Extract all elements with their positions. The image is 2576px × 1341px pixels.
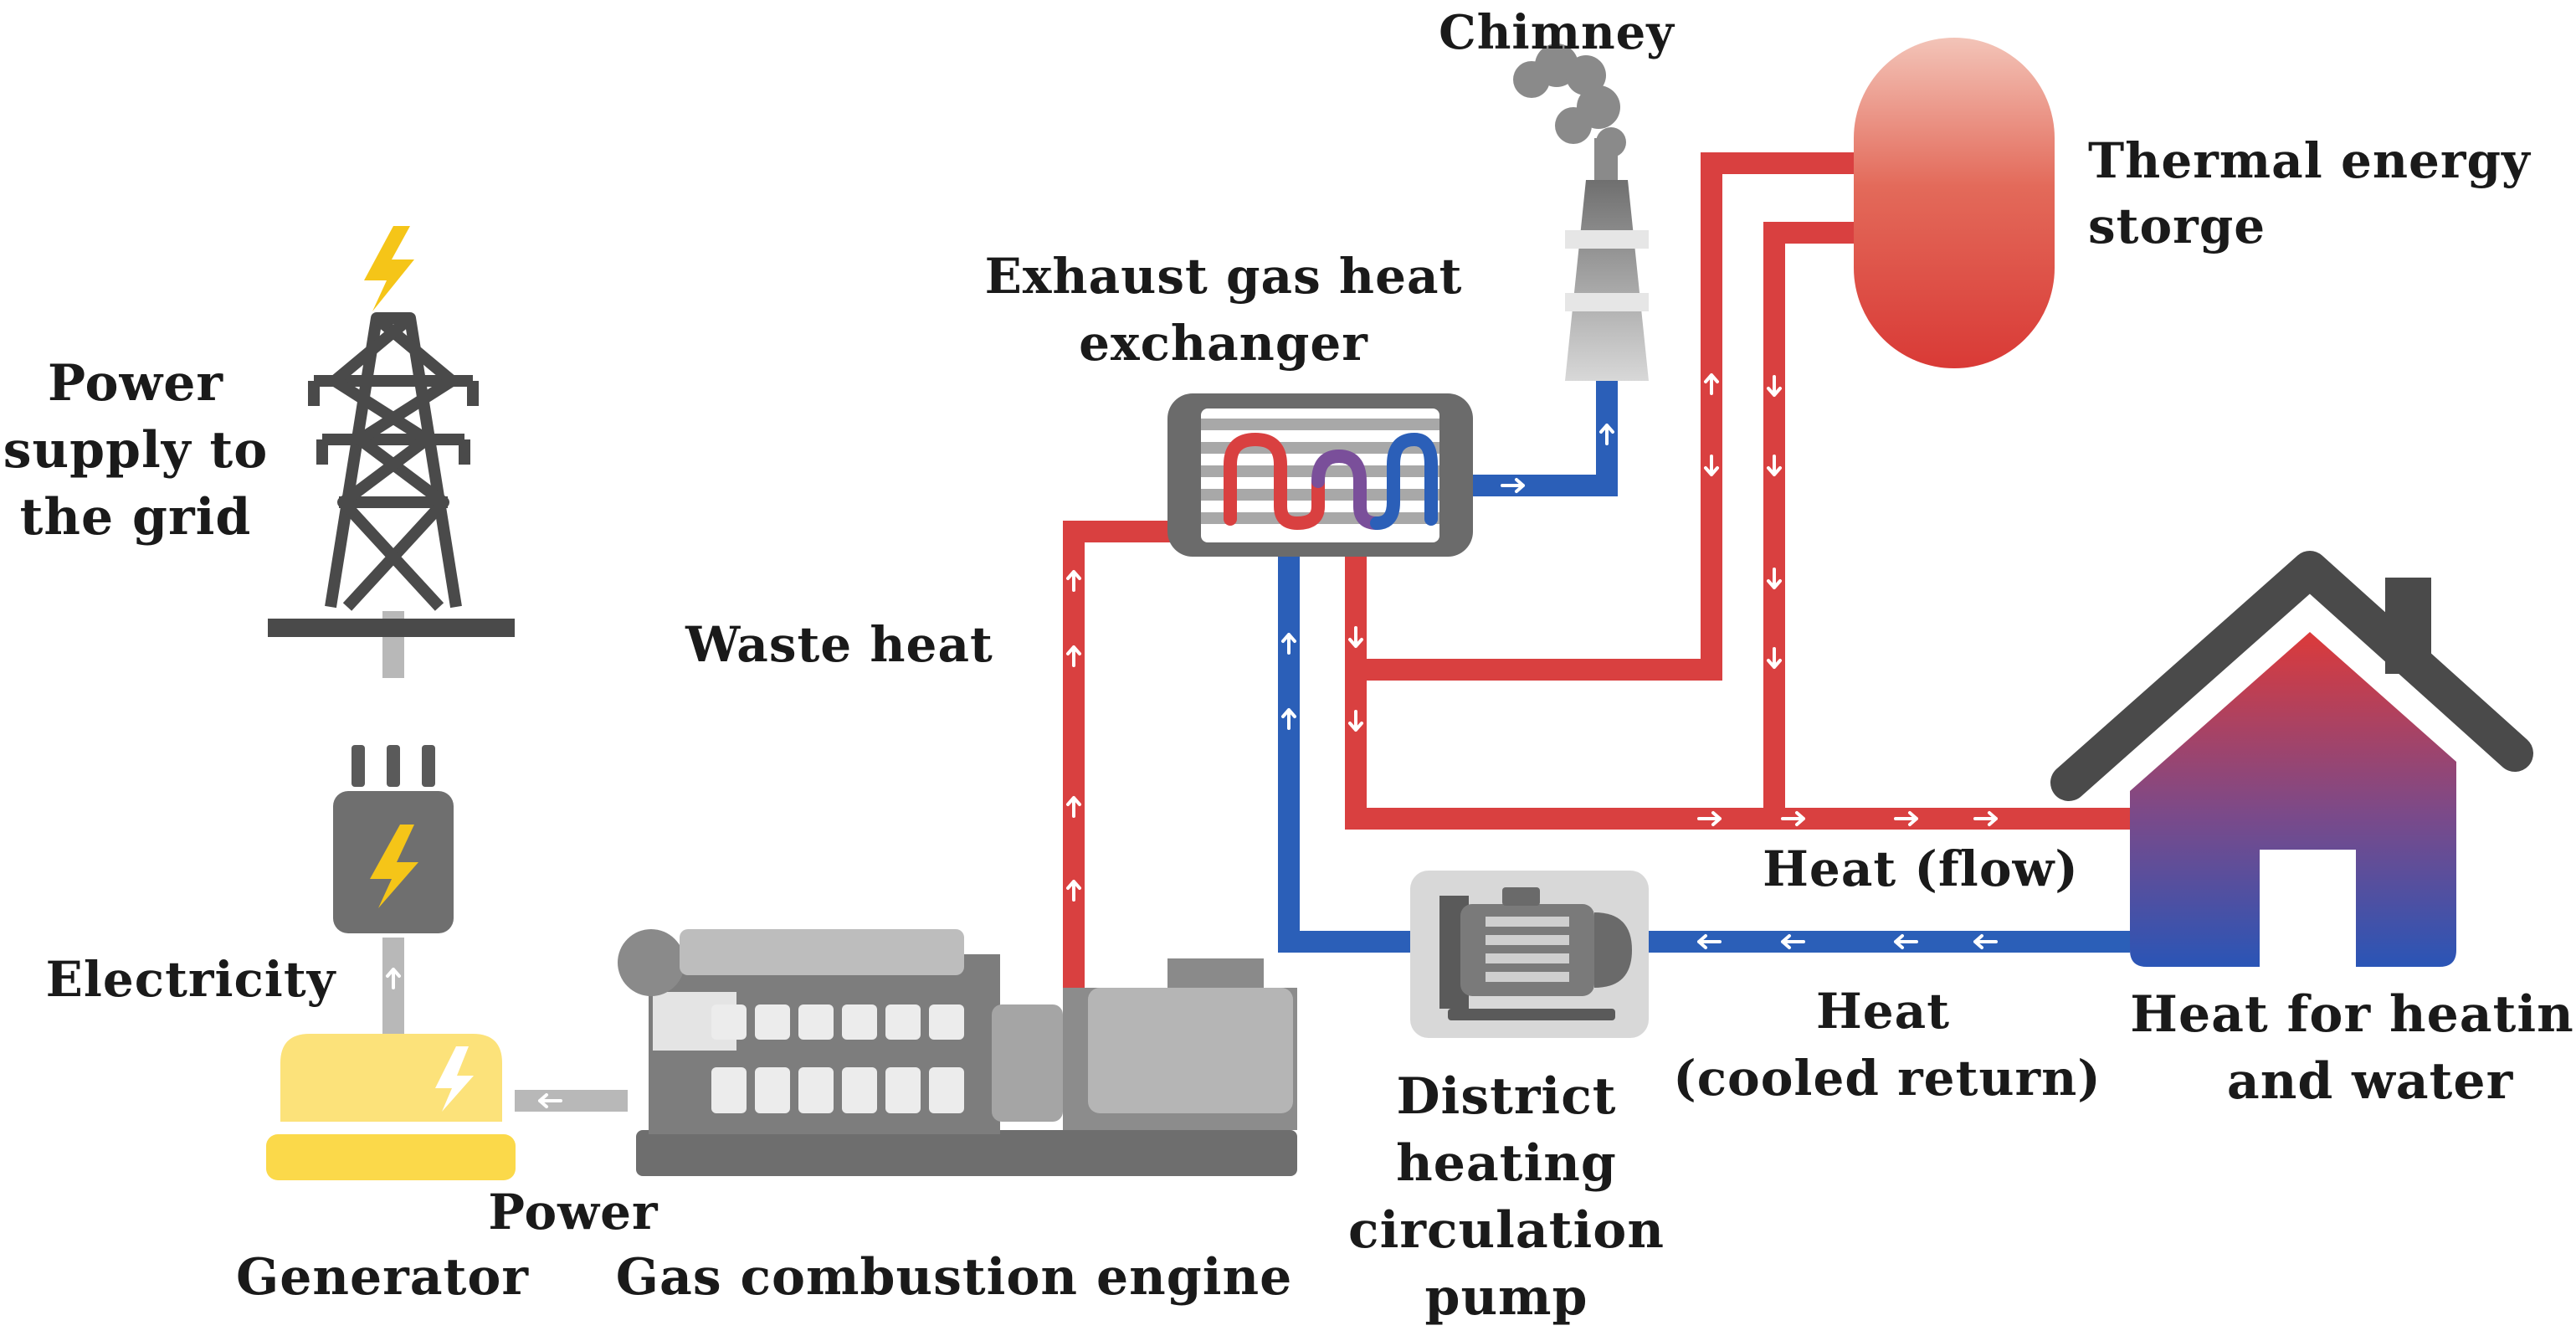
engine-icon bbox=[618, 929, 1297, 1176]
engine-label: Gas combustion engine bbox=[616, 1248, 1293, 1307]
storage-supply-pipe bbox=[1356, 152, 1854, 681]
generator-label: Generator bbox=[236, 1248, 529, 1307]
smoke-icon bbox=[1513, 44, 1626, 180]
pump-icon bbox=[1410, 871, 1649, 1038]
heat-return-label-1: Heat bbox=[1816, 983, 1950, 1040]
pump-label-3: circulation bbox=[1348, 1201, 1665, 1260]
waste-heat-pipe bbox=[1063, 521, 1172, 1017]
heat-flow-pipe bbox=[1345, 557, 2130, 830]
heat-exchanger-icon bbox=[1167, 393, 1473, 557]
generator-bolt-icon bbox=[435, 1046, 474, 1112]
heat-flow-label: Heat (flow) bbox=[1763, 840, 2079, 897]
labels: Chimney Thermal energy storge Exhaust ga… bbox=[3, 5, 2576, 1327]
power-label: Power bbox=[488, 1184, 659, 1241]
waste-heat-label: Waste heat bbox=[685, 616, 993, 673]
grid-label-1: Power bbox=[48, 354, 223, 413]
electricity-label: Electricity bbox=[46, 951, 337, 1008]
exhaust-pipe bbox=[1469, 381, 1618, 496]
exchanger-coil-mid bbox=[1311, 449, 1383, 530]
house-icon bbox=[2050, 551, 2533, 967]
transformer-bolt-icon bbox=[370, 825, 418, 908]
power-tower-icon bbox=[268, 312, 515, 637]
exchanger-coil-cold bbox=[1370, 432, 1438, 530]
chimney-label: Chimney bbox=[1439, 5, 1675, 60]
transformer-icon bbox=[333, 745, 454, 933]
pump-label-2: heating bbox=[1396, 1134, 1617, 1193]
thermal-storage-label-1: Thermal energy bbox=[2088, 132, 2532, 189]
chimney-icon bbox=[1513, 44, 1649, 381]
flow-arrows bbox=[386, 373, 1998, 1108]
cooled-return-pipe bbox=[1278, 557, 2130, 953]
grid-label-2: supply to bbox=[3, 421, 269, 480]
exchanger-label-1: Exhaust gas heat bbox=[985, 248, 1463, 305]
pump-label-1: District bbox=[1397, 1067, 1617, 1126]
heat-return-label-2: (cooled return) bbox=[1673, 1050, 2101, 1107]
exchanger-label-2: exchanger bbox=[1079, 315, 1368, 372]
house-label-1: Heat for heating bbox=[2130, 985, 2576, 1044]
thermal-storage-label-2: storge bbox=[2088, 198, 2266, 254]
house-label-2: and water bbox=[2227, 1052, 2514, 1111]
grid-label-3: the grid bbox=[20, 488, 252, 547]
lightning-bolt-icon bbox=[364, 226, 414, 311]
storage-tank-icon bbox=[1854, 38, 2055, 368]
pump-label-4: pump bbox=[1424, 1268, 1588, 1327]
generator-icon bbox=[266, 1034, 516, 1180]
storage-return-pipe bbox=[1763, 222, 1854, 819]
exchanger-coil-hot bbox=[1224, 432, 1325, 531]
